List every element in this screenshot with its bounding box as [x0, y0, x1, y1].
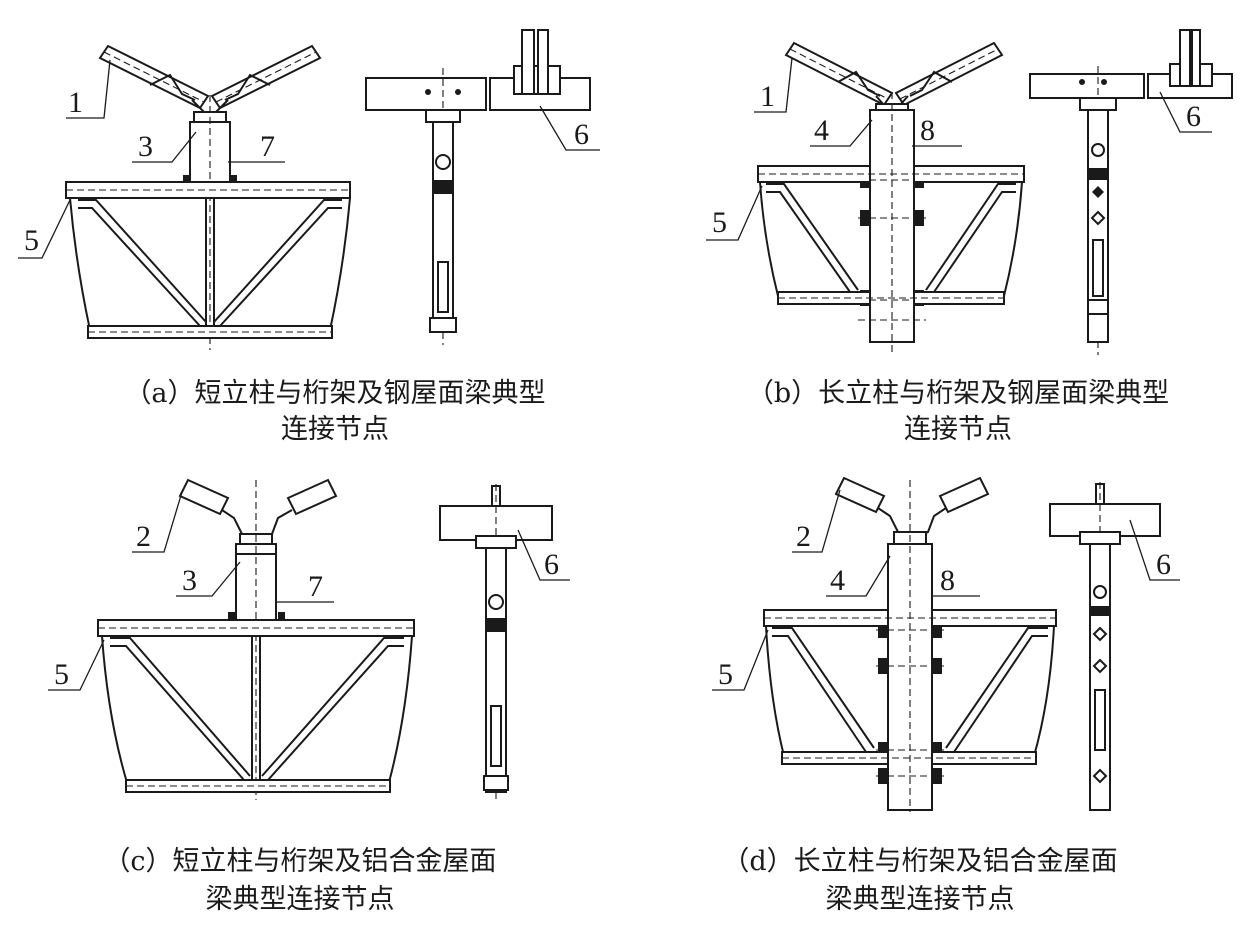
steel-purlin-left — [98, 44, 210, 110]
caption-b-line1: （b）长立柱与桁架及钢屋面梁典型 — [747, 378, 1169, 409]
truss-d — [763, 609, 1057, 765]
side-view-a — [365, 29, 591, 345]
caption-c-line1: （c）短立柱与桁架及铝合金屋面 — [103, 846, 496, 877]
steel-purlin-left-b — [784, 41, 894, 107]
label-d-column: 4 — [830, 564, 845, 597]
short-column-c — [235, 553, 277, 621]
aluminum-purlin-left-d — [834, 476, 886, 514]
caption-a-line1: （a）短立柱与桁架及钢屋面梁典型 — [124, 378, 545, 409]
steel-purlin-right — [210, 44, 322, 110]
label-a-purlin: 1 — [68, 86, 83, 119]
side-view-d — [1049, 482, 1161, 812]
label-d-beam: 6 — [1156, 548, 1171, 581]
steel-purlin-right-b — [894, 41, 1004, 107]
label-b-purlin: 1 — [760, 80, 775, 113]
caption-b-line2: 连接节点 — [904, 414, 1012, 445]
side-view-c — [439, 484, 553, 800]
aluminum-purlin-right-d — [938, 476, 990, 514]
label-a-chord: 5 — [24, 224, 39, 257]
long-column-d — [887, 543, 933, 811]
label-a-beam: 6 — [574, 118, 589, 151]
side-view-b — [1029, 29, 1233, 355]
label-a-column: 3 — [138, 130, 153, 163]
label-d-chord: 5 — [718, 658, 733, 691]
caption-d-line1: （d）长立柱与桁架及铝合金屋面 — [722, 846, 1117, 877]
aluminum-purlin-left — [178, 478, 230, 516]
label-c-plate: 7 — [308, 570, 323, 603]
caption-d-line2: 梁典型连接节点 — [826, 884, 1015, 915]
label-b-beam: 6 — [1186, 100, 1201, 133]
label-c-chord: 5 — [54, 658, 69, 691]
label-b-plate: 8 — [920, 114, 935, 147]
label-b-column: 4 — [814, 114, 829, 147]
panel-b — [706, 29, 1233, 355]
panel-d — [712, 476, 1180, 812]
truss-c — [97, 619, 415, 793]
label-c-purlin: 2 — [136, 520, 151, 553]
label-a-plate: 7 — [260, 130, 275, 163]
panel-a — [18, 29, 600, 350]
label-b-chord: 5 — [712, 206, 727, 239]
label-c-beam: 6 — [544, 548, 559, 581]
caption-c-line2: 梁典型连接节点 — [206, 884, 395, 915]
label-d-plate: 8 — [940, 564, 955, 597]
label-d-purlin: 2 — [796, 520, 811, 553]
truss-b — [757, 165, 1025, 305]
aluminum-purlin-right — [286, 478, 338, 516]
panel-c — [48, 478, 570, 800]
label-c-column: 3 — [182, 564, 197, 597]
caption-a-line2: 连接节点 — [281, 414, 389, 445]
truss-a — [65, 181, 351, 339]
